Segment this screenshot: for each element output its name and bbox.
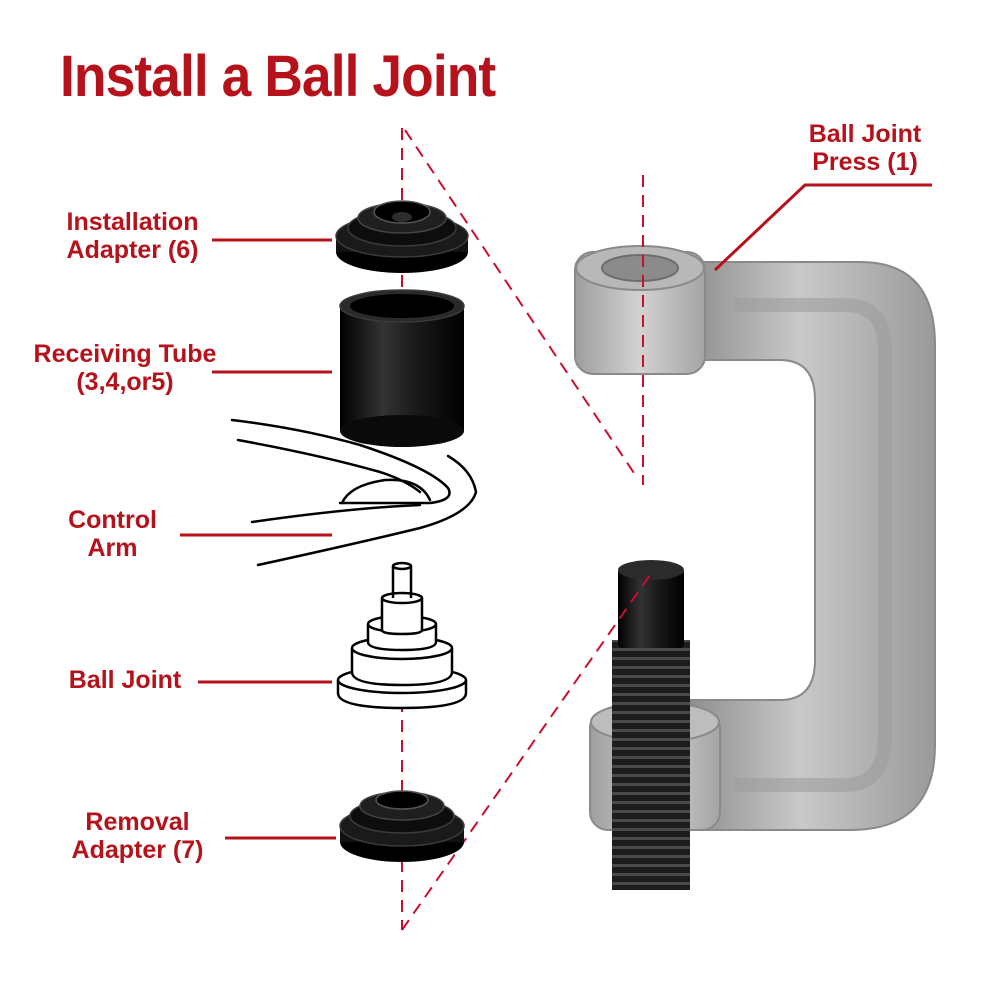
label-receiving-tube-line2: (3,4,or5) <box>76 368 174 396</box>
ball-joint-press <box>574 245 936 890</box>
press-frame-groove <box>735 298 892 792</box>
press-threaded-hole <box>601 254 679 282</box>
label-installation-adapter-line1: Installation <box>66 208 199 236</box>
forcing-screw-thread <box>612 640 690 890</box>
label-receiving-tube-line1: Receiving Tube <box>33 340 217 368</box>
receiving-tube-part <box>339 289 465 447</box>
forcing-screw-tip <box>618 568 684 648</box>
label-control-arm-line2: Arm <box>87 534 138 562</box>
label-control-arm-line1: Control <box>68 506 157 534</box>
label-ball-joint-press-line1: Ball Joint <box>808 120 922 148</box>
label-ball-joint-press-line2: Press (1) <box>812 148 918 176</box>
installation-adapter-part <box>335 200 469 273</box>
label-ball-joint: Ball Joint <box>55 666 195 694</box>
leader-ball-joint-press <box>713 183 932 272</box>
label-installation-adapter: Installation Adapter (6) <box>50 208 215 264</box>
page-title: Install a Ball Joint <box>60 44 496 109</box>
ball-joint-part <box>336 561 468 710</box>
label-control-arm: Control Arm <box>55 506 170 562</box>
label-receiving-tube: Receiving Tube (3,4,or5) <box>25 340 225 396</box>
forcing-screw-tip-face <box>618 560 684 580</box>
press-frame <box>689 261 936 831</box>
label-removal-adapter: Removal Adapter (7) <box>60 808 215 864</box>
funnel-top-line <box>404 129 637 477</box>
removal-adapter-part <box>339 790 465 862</box>
label-ball-joint-press: Ball Joint Press (1) <box>790 120 940 176</box>
control-arm-part <box>230 418 478 567</box>
funnel-bottom-line <box>401 574 651 931</box>
label-removal-adapter-line1: Removal <box>85 808 190 836</box>
label-removal-adapter-line2: Adapter (7) <box>71 836 204 864</box>
leader-lines <box>180 183 932 840</box>
label-installation-adapter-line2: Adapter (6) <box>66 236 199 264</box>
label-ball-joint-line1: Ball Joint <box>68 666 182 694</box>
